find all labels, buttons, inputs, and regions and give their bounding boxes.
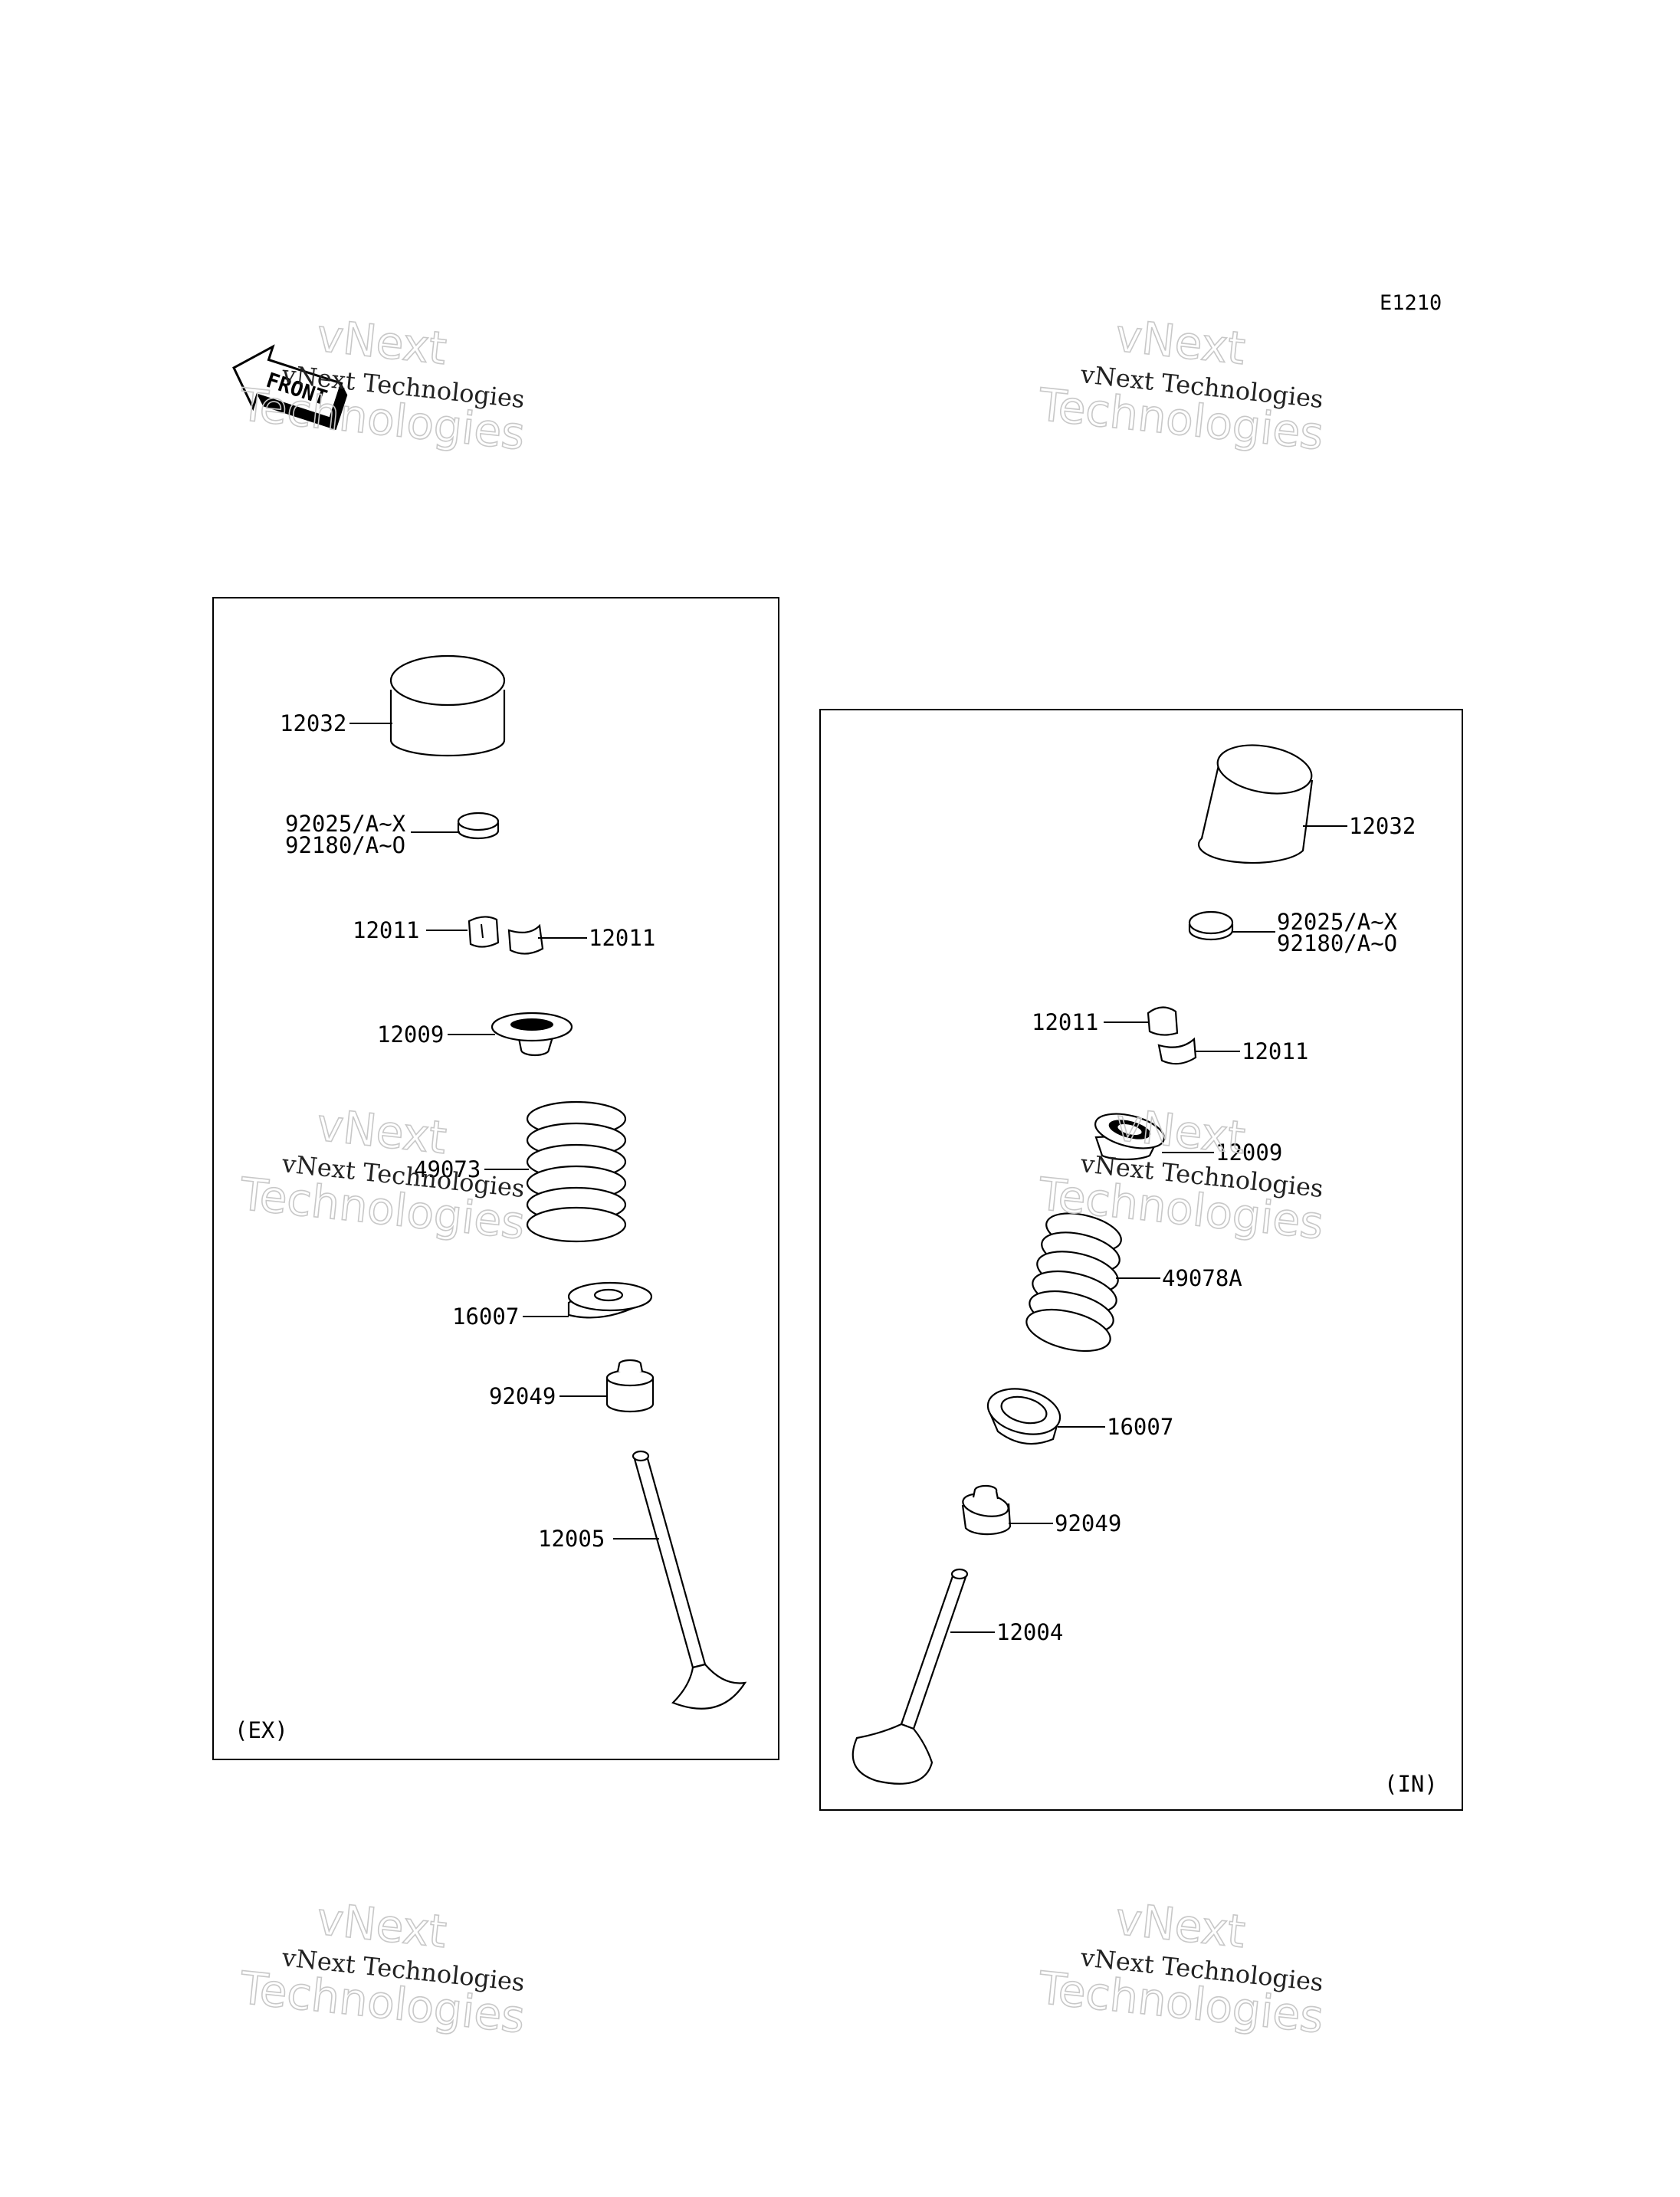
- in-spring-seat-label: 16007: [1107, 1414, 1173, 1440]
- ex-retainer-label: 12009: [377, 1021, 444, 1048]
- diagram-code: E1210: [1380, 291, 1442, 315]
- ex-spring-seat-label: 16007: [452, 1303, 519, 1330]
- ex-valve: [632, 1450, 747, 1710]
- in-valve-label: 12004: [996, 1619, 1063, 1645]
- in-tappet: [1197, 744, 1314, 864]
- ex-spring: [526, 1100, 627, 1243]
- ex-cotter-right: [507, 923, 544, 955]
- ex-tag: (EX): [235, 1717, 288, 1743]
- ex-cotter-right-label: 12011: [589, 925, 655, 951]
- ex-valve-label: 12005: [538, 1526, 605, 1552]
- in-stem-seal: [961, 1484, 1012, 1536]
- in-spring-label: 49078A: [1162, 1265, 1242, 1291]
- ex-shim-label-a: 92025/A~X: [285, 811, 406, 837]
- in-shim: [1188, 910, 1234, 941]
- watermark-top-left: vNext vNext Technologies Technologies: [236, 309, 527, 461]
- watermark-top-right: vNext vNext Technologies Technologies: [1035, 309, 1326, 461]
- intake-panel: [819, 709, 1463, 1811]
- ex-spring-seat: [567, 1281, 653, 1319]
- in-stem-seal-label: 92049: [1055, 1510, 1121, 1536]
- watermark-bottom-left: vNext vNext Technologies Technologies: [236, 1892, 527, 2044]
- in-cotter-right: [1157, 1037, 1197, 1065]
- ex-spring-label: 49073: [414, 1156, 481, 1182]
- ex-tappet: [389, 654, 506, 757]
- ex-tappet-label: 12032: [280, 710, 346, 736]
- ex-shim-label-b: 92180/A~O: [285, 832, 405, 858]
- ex-cotter-left-label: 12011: [353, 917, 419, 943]
- in-cotter-right-label: 12011: [1242, 1038, 1308, 1064]
- in-shim-label-a: 92025/A~X: [1277, 909, 1398, 935]
- in-tag: (IN): [1384, 1771, 1438, 1797]
- in-cotter-left: [1147, 1006, 1179, 1036]
- front-arrow-icon: FRONT: [232, 344, 348, 431]
- ex-retainer: [491, 1012, 573, 1057]
- exhaust-panel: [212, 597, 779, 1760]
- ex-stem-seal: [605, 1359, 655, 1413]
- in-shim-label-b: 92180/A~O: [1277, 930, 1397, 956]
- in-spring-seat: [986, 1388, 1061, 1445]
- ex-stem-seal-label: 92049: [489, 1383, 556, 1409]
- in-spring: [1025, 1212, 1122, 1353]
- ex-shim: [457, 812, 500, 840]
- ex-cotter-left: [468, 916, 500, 948]
- in-valve: [851, 1568, 969, 1785]
- in-retainer: [1094, 1113, 1165, 1160]
- watermark-mid-left: vNext vNext Technologies Technologies: [236, 1098, 527, 1250]
- in-cotter-left-label: 12011: [1032, 1009, 1098, 1035]
- in-retainer-label: 12009: [1216, 1139, 1282, 1166]
- watermark-bottom-right: vNext vNext Technologies Technologies: [1035, 1892, 1326, 2044]
- in-tappet-label: 12032: [1349, 813, 1416, 839]
